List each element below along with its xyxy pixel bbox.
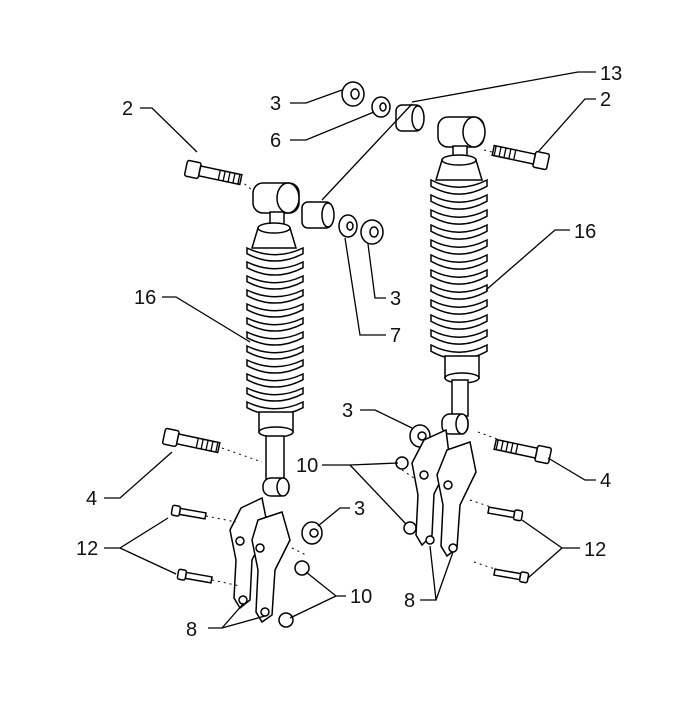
left-lower-cup (258, 411, 294, 438)
callout-labels: 2 2 3 6 13 16 16 3 7 3 10 4 4 3 12 12 10… (76, 63, 622, 641)
spring-coil (430, 283, 488, 300)
spring-coil (430, 223, 488, 240)
right-bracket-bolt-upper (487, 506, 524, 522)
right-spring (430, 178, 488, 360)
leader-lines (104, 71, 596, 629)
left-shaft (265, 435, 285, 483)
callout-10-left: 10 (350, 586, 372, 608)
spring-coil (246, 330, 304, 346)
bushing-13-right (395, 104, 425, 132)
callout-12-right: 12 (584, 539, 606, 561)
callout-6: 6 (270, 130, 281, 152)
right-upper-eye (437, 116, 486, 161)
spring-coil (430, 238, 488, 255)
spacer-3-middle (360, 219, 384, 245)
callout-10-right: 10 (296, 455, 318, 477)
washers-10-left (278, 560, 310, 628)
right-lower-bolt (493, 438, 553, 465)
callout-4-left: 4 (86, 488, 97, 510)
right-bracket-bolt-lower (493, 568, 530, 584)
spring-coil (246, 372, 304, 388)
spacer-3-top (341, 81, 365, 107)
left-brackets (229, 496, 291, 624)
left-bracket-bolt-lower (176, 568, 213, 584)
spacer-3-left-lower (301, 521, 323, 545)
spring-coil (246, 316, 304, 332)
left-spring (246, 246, 304, 416)
spring-coil (246, 358, 304, 374)
left-upper-bolt (183, 159, 243, 186)
right-lower-eye (441, 413, 469, 435)
callout-8-left: 8 (186, 619, 197, 641)
callout-3-middle: 3 (390, 288, 401, 310)
callout-3-right: 3 (342, 400, 353, 422)
callout-12-left: 12 (76, 538, 98, 560)
right-shaft (451, 379, 469, 417)
right-shock-absorber (430, 116, 488, 435)
left-shock-absorber (246, 182, 304, 497)
left-lower-bolt (161, 427, 221, 454)
spring-coil (246, 386, 304, 402)
callout-4-right: 4 (600, 470, 611, 492)
spring-coil (430, 328, 488, 345)
right-lower-cup (444, 355, 480, 384)
spring-coil (430, 193, 488, 210)
spring-coil (430, 268, 488, 285)
callout-16-left: 16 (134, 287, 156, 309)
callout-2-right: 2 (600, 89, 611, 111)
callout-16-right: 16 (574, 221, 596, 243)
bushing-6 (371, 96, 391, 118)
right-upper-collar (434, 154, 484, 181)
left-lower-eye (262, 477, 290, 497)
spring-coil (430, 208, 488, 225)
callout-2-left: 2 (122, 98, 133, 120)
left-upper-collar (250, 222, 298, 249)
spring-coil (430, 313, 488, 330)
left-upper-eye (252, 182, 300, 227)
spring-coil (430, 178, 488, 195)
assembly-guide-lines (205, 149, 501, 587)
callout-13: 13 (600, 63, 622, 85)
bushing-13-left (301, 201, 335, 229)
spring-coil (246, 246, 304, 262)
callout-7: 7 (390, 325, 401, 347)
spring-coil (246, 260, 304, 276)
right-brackets (411, 428, 477, 558)
callout-3-top: 3 (270, 93, 281, 115)
left-bracket-bolt-upper (170, 504, 207, 520)
right-upper-bolt (491, 144, 551, 171)
spring-coil (246, 288, 304, 304)
bushing-7 (338, 214, 358, 238)
callout-3-lower: 3 (354, 498, 365, 520)
callout-8-right: 8 (404, 590, 415, 612)
spring-coil (246, 344, 304, 360)
spring-coil (246, 302, 304, 318)
spring-coil (430, 253, 488, 270)
spring-coil (430, 298, 488, 315)
spring-coil (246, 274, 304, 290)
